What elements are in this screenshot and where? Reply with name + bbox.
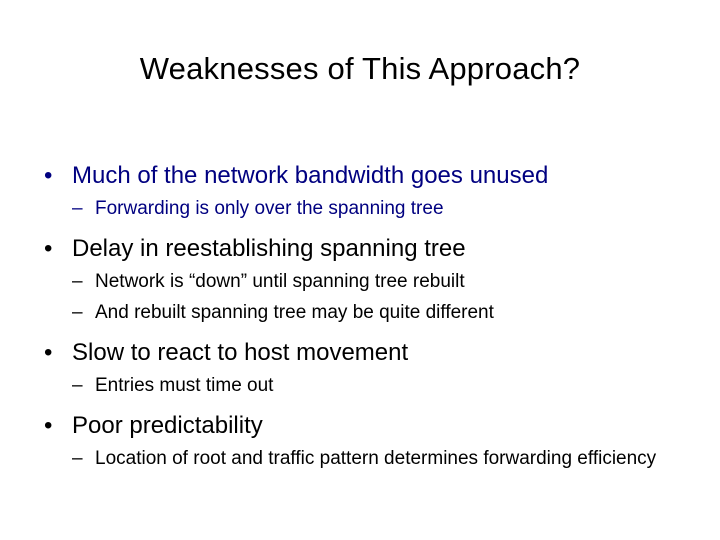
dash-marker-icon: – (72, 271, 83, 292)
bullet-item-main: • Poor predictability (38, 410, 688, 441)
bullet-item-sub: – Forwarding is only over the spanning t… (38, 196, 688, 222)
bullet-marker-icon: • (44, 162, 53, 189)
bullet-item-main: • Slow to react to host movement (38, 337, 688, 368)
group-spacer (38, 326, 688, 337)
bullet-item-sub: – Network is “down” until spanning tree … (38, 269, 688, 295)
dash-marker-icon: – (72, 375, 83, 396)
bullet-text: And rebuilt spanning tree may be quite d… (95, 302, 494, 323)
group-spacer (38, 399, 688, 410)
bullet-text: Poor predictability (72, 412, 263, 439)
bullet-text: Much of the network bandwidth goes unuse… (72, 162, 549, 189)
dash-marker-icon: – (72, 448, 83, 469)
bullet-item-sub: – Location of root and traffic pattern d… (38, 446, 688, 472)
bullet-group: • Poor predictability – Location of root… (38, 410, 688, 472)
slide-title: Weaknesses of This Approach? (139, 51, 581, 86)
bullet-item-main: • Delay in reestablishing spanning tree (38, 233, 688, 264)
bullet-text: Location of root and traffic pattern det… (95, 448, 657, 469)
dash-marker-icon: – (72, 302, 83, 323)
bullet-text: Forwarding is only over the spanning tre… (95, 198, 444, 219)
bullet-group: • Much of the network bandwidth goes unu… (38, 160, 688, 222)
bullet-group: • Slow to react to host movement – Entri… (38, 337, 688, 399)
bullet-marker-icon: • (44, 235, 53, 262)
bullet-item-sub: – Entries must time out (38, 373, 688, 399)
bullet-item-main: • Much of the network bandwidth goes unu… (38, 160, 688, 191)
bullet-text: Slow to react to host movement (72, 339, 409, 366)
bullet-marker-icon: • (44, 339, 53, 366)
bullet-text: Delay in reestablishing spanning tree (72, 235, 466, 262)
bullet-item-sub: – And rebuilt spanning tree may be quite… (38, 300, 688, 326)
group-spacer (38, 222, 688, 233)
slide-body: • Much of the network bandwidth goes unu… (38, 160, 688, 472)
dash-marker-icon: – (72, 198, 83, 219)
bullet-group: • Delay in reestablishing spanning tree … (38, 233, 688, 326)
bullet-text: Network is “down” until spanning tree re… (95, 271, 465, 292)
bullet-marker-icon: • (44, 412, 53, 439)
bullet-text: Entries must time out (95, 375, 274, 396)
